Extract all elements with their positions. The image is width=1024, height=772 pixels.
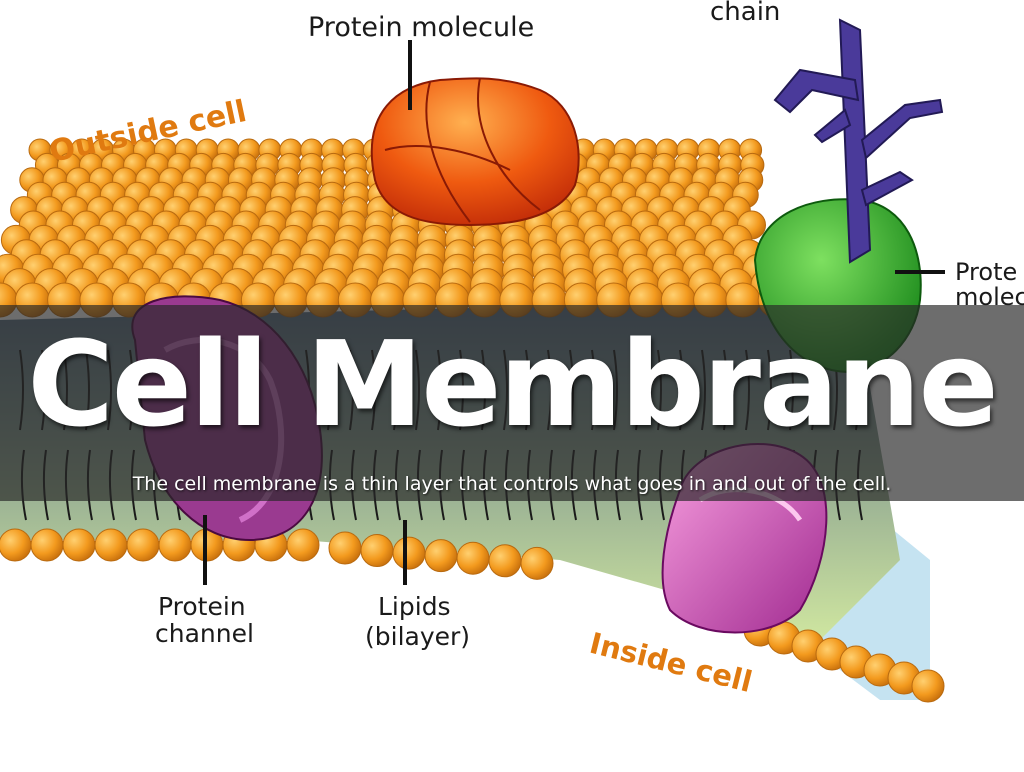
lipid-head	[424, 539, 458, 573]
lipid-head	[62, 528, 96, 562]
lipid-head	[328, 531, 362, 565]
lipid-head	[520, 546, 554, 580]
bottom-lipid-layer	[0, 528, 945, 703]
lipid-head	[488, 544, 522, 578]
lipid-head	[126, 528, 160, 562]
lipid-head	[286, 528, 320, 562]
label-lipids-2: (bilayer)	[365, 622, 470, 651]
protein-molecule-top	[370, 77, 580, 227]
label-inside-cell: Inside cell	[586, 626, 755, 699]
lipid-head	[30, 528, 64, 562]
label-protein-molecule-right-1: Prote	[955, 258, 1017, 286]
label-pointers	[203, 40, 945, 585]
title-banner	[0, 305, 1024, 501]
slide-title: Cell Membrane	[27, 315, 998, 453]
slide-subtitle: The cell membrane is a thin layer that c…	[132, 473, 892, 495]
label-lipids-1: Lipids	[378, 592, 451, 621]
lipid-head	[0, 528, 32, 562]
label-protein-channel-2: channel	[155, 619, 254, 648]
lipid-head	[911, 669, 945, 703]
lipid-head	[94, 528, 128, 562]
label-protein-channel-1: Protein	[158, 592, 246, 621]
lipid-head	[360, 534, 394, 568]
lipid-head	[456, 541, 490, 575]
lipid-head	[392, 536, 426, 570]
label-protein-molecule-top: Protein molecule	[308, 12, 534, 43]
lipid-head	[158, 528, 192, 562]
label-chain: chain	[710, 0, 780, 27]
carbohydrate-chain	[773, 18, 944, 264]
